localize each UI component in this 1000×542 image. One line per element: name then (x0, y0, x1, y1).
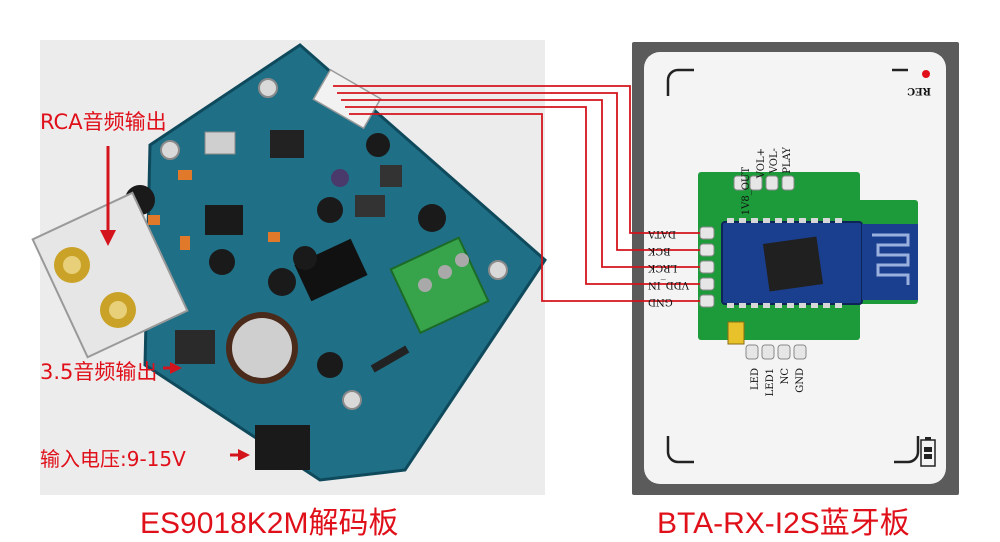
jack-output-label: 3.5音频输出 (40, 360, 158, 384)
pin-label-1v8-out: 1V8_OUT (741, 167, 752, 216)
pin-label-bottom-gnd: GND (795, 368, 806, 393)
frame-corners (666, 68, 920, 464)
pin-label-vol-plus: VOL+ (756, 148, 767, 179)
bluetooth-pcb (698, 172, 918, 360)
decoder-board-caption: ES9018K2M解码板 (140, 507, 399, 540)
rec-label: REC (907, 85, 931, 96)
pin-label-vol-minus: VOL- (769, 148, 780, 174)
pin-label-data: DATA (648, 228, 677, 239)
pin-label-play: PLAY (782, 147, 793, 174)
battery-icon (920, 437, 936, 467)
pin-label-vdd-in: VDD_IN (648, 279, 689, 290)
annotation-arrows (100, 146, 250, 461)
bluetooth-board-caption: BTA-RX-I2S蓝牙板 (657, 507, 910, 540)
pin-label-led: LED (750, 368, 761, 390)
power-input-label: 输入电压:9-15V (40, 447, 186, 471)
wiring (333, 85, 700, 302)
decoder-pcb (31, 43, 547, 482)
pin-label-bck: BCK (648, 245, 671, 256)
rca-output-label: RCA音频输出 (40, 110, 167, 134)
pin-label-gnd: GND (648, 296, 673, 307)
rec-dot (922, 70, 930, 78)
pin-label-led1: LED1 (765, 368, 776, 397)
pin-label-nc: NC (780, 368, 791, 385)
pin-label-lrck: LRCK (648, 262, 678, 273)
